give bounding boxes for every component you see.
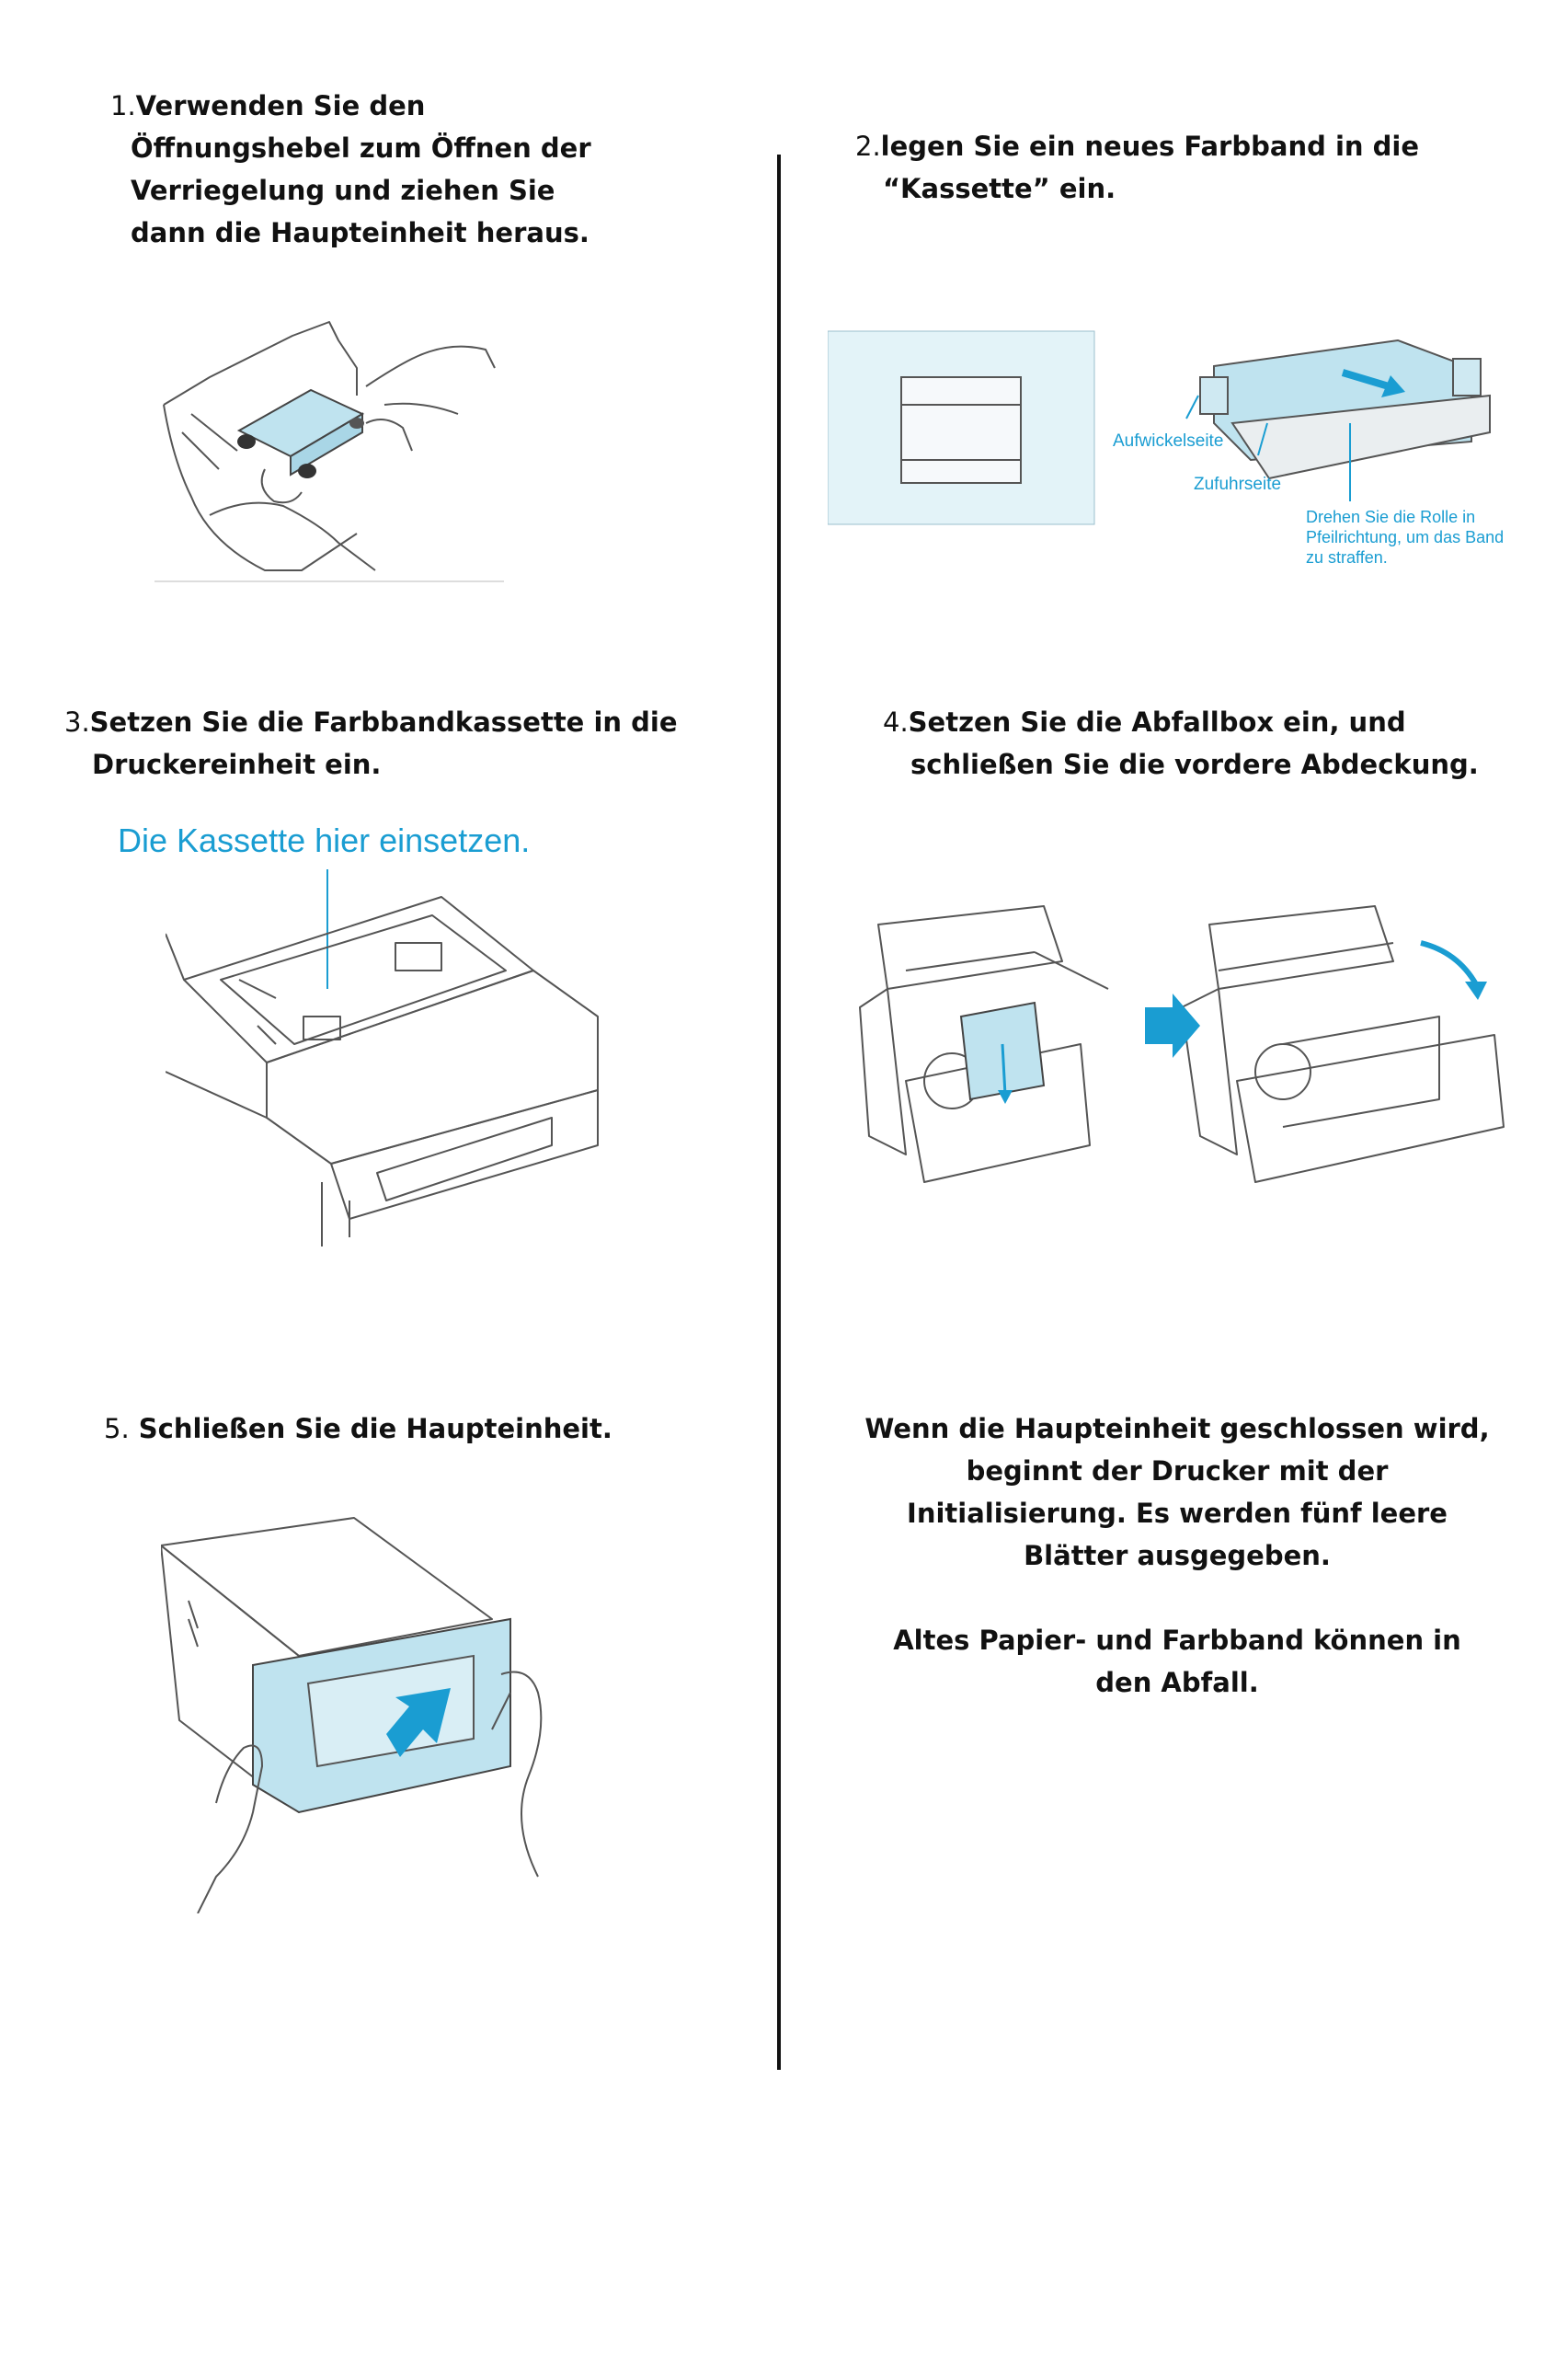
info-line: Altes Papier- und Farbband können in bbox=[893, 1625, 1461, 1656]
label-turn-roll-3: zu straffen. bbox=[1306, 548, 1388, 567]
info-line: beginnt der Drucker mit der bbox=[966, 1455, 1389, 1487]
step-number: 3. bbox=[64, 706, 90, 738]
step-line: dann die Haupteinheit heraus. bbox=[131, 217, 589, 248]
step-4-instruction: 4.Setzen Sie die Abfallbox ein, und schl… bbox=[883, 701, 1479, 786]
step-number: 1. bbox=[110, 90, 136, 121]
step-number: 2. bbox=[855, 131, 881, 162]
info-line: den Abfall. bbox=[1095, 1667, 1259, 1698]
figure-5-close-unit bbox=[161, 1517, 543, 1913]
step-line: Verwenden Sie den bbox=[135, 90, 426, 121]
figure-1-open-unit bbox=[155, 321, 504, 582]
waste-box-highlight bbox=[959, 1001, 1046, 1104]
ribbon-cassette bbox=[1199, 339, 1491, 480]
step-line: legen Sie ein neues Farbband in die bbox=[880, 131, 1419, 162]
info-line: Blätter ausgegeben. bbox=[1024, 1540, 1331, 1571]
step-line: Öffnungshebel zum Öffnen der bbox=[131, 132, 591, 164]
step-line: Setzen Sie die Abfallbox ein, und bbox=[908, 706, 1406, 738]
step-line: Schließen Sie die Haupteinheit. bbox=[138, 1413, 612, 1444]
figure-2-ribbon-cassette: Aufwickelseite Zufuhrseite Drehen Sie di… bbox=[828, 330, 1504, 567]
step-number: 4. bbox=[883, 706, 909, 738]
step-1-instruction: 1.Verwenden Sie den Öffnungshebel zum Öf… bbox=[110, 85, 591, 254]
step-line: schließen Sie die vordere Abdeckung. bbox=[910, 749, 1479, 780]
figure-4-waste-box bbox=[859, 905, 1505, 1183]
front-panel-highlight bbox=[252, 1617, 511, 1814]
next-arrow-icon bbox=[1145, 994, 1200, 1058]
step-line: “Kassette” ein. bbox=[883, 173, 1116, 204]
step-5-instruction: 5. Schließen Sie die Haupteinheit. bbox=[104, 1407, 612, 1450]
step-2-instruction: 2.legen Sie ein neues Farbband in die “K… bbox=[855, 125, 1419, 210]
info-line: Initialisierung. Es werden fünf leere bbox=[907, 1498, 1448, 1529]
label-supply-side: Zufuhrseite bbox=[1194, 475, 1281, 494]
info-initialization: Wenn die Haupteinheit geschlossen wird, … bbox=[855, 1407, 1499, 1704]
info-line: Wenn die Haupteinheit geschlossen wird, bbox=[864, 1413, 1490, 1444]
cassette-highlight bbox=[236, 388, 365, 478]
step-line: Druckereinheit ein. bbox=[92, 749, 382, 780]
step-number: 5. bbox=[104, 1413, 130, 1444]
step-line: Verriegelung und ziehen Sie bbox=[131, 175, 555, 206]
column-divider bbox=[777, 155, 781, 2070]
push-arrow-icon bbox=[386, 1688, 451, 1757]
label-turn-roll-1: Drehen Sie die Rolle in bbox=[1306, 508, 1475, 526]
turn-arrow bbox=[1341, 369, 1391, 390]
close-cover-arrow bbox=[1420, 940, 1479, 986]
step-3-instruction: 3.Setzen Sie die Farbbandkassette in die… bbox=[64, 701, 678, 786]
step-line: Setzen Sie die Farbbandkassette in die bbox=[89, 706, 678, 738]
figure-3-printer-unit bbox=[166, 869, 599, 1246]
label-take-up-side: Aufwickelseite bbox=[1113, 431, 1223, 451]
label-turn-roll-2: Pfeilrichtung, um das Band bbox=[1306, 528, 1504, 546]
figure-3-callout: Die Kassette hier einsetzen. bbox=[118, 821, 531, 859]
